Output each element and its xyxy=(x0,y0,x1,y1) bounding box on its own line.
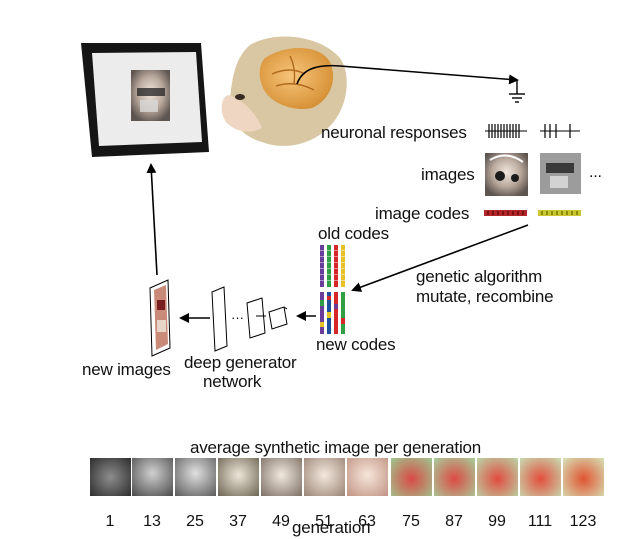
network-label: network xyxy=(203,372,262,391)
image-code-1 xyxy=(484,210,527,216)
generation-thumbnail xyxy=(391,458,432,496)
new-image-stack xyxy=(149,279,171,357)
generation-tick: 123 xyxy=(569,513,597,530)
stimulus-image-1 xyxy=(485,153,528,196)
spike-train-1 xyxy=(485,124,527,138)
ellipsis-label: ... xyxy=(589,164,602,181)
monkey-brain-icon xyxy=(221,36,347,146)
generation-tick: 13 xyxy=(143,513,161,530)
stimulus-image-2 xyxy=(540,153,581,194)
old-codes-label: old codes xyxy=(318,224,389,243)
generation-thumbnail xyxy=(434,458,475,496)
new-codes-bars xyxy=(320,292,345,334)
generation-thumbnail xyxy=(520,458,561,496)
generation-tick: 75 xyxy=(402,513,420,530)
neuronal-responses-label: neuronal responses xyxy=(321,123,467,142)
generation-thumbnail xyxy=(90,458,131,496)
generation-thumbnail xyxy=(261,458,302,496)
old-codes-bars xyxy=(320,245,345,287)
spike-train-2 xyxy=(540,124,580,138)
svg-text:···: ··· xyxy=(231,310,244,325)
generation-tick: 63 xyxy=(358,513,376,530)
generation-tick: 25 xyxy=(186,513,204,530)
generation-tick: 1 xyxy=(105,513,115,530)
generation-thumbnail xyxy=(218,458,259,496)
generation-tick: 99 xyxy=(488,513,506,530)
generation-tick: 111 xyxy=(527,513,553,530)
generation-tick: 37 xyxy=(229,513,247,530)
generation-thumbnail xyxy=(477,458,518,496)
deep-generator-label: deep generator xyxy=(184,353,297,372)
image-codes-label: image codes xyxy=(375,204,470,223)
generation-tick: 51 xyxy=(315,513,333,530)
new-images-label: new images xyxy=(82,360,171,379)
monitor-icon xyxy=(81,43,209,157)
electrode-ground-icon xyxy=(509,80,525,103)
generation-thumbnail xyxy=(175,458,216,496)
image-code-2 xyxy=(538,210,581,216)
new-codes-label: new codes xyxy=(316,335,396,354)
generation-thumbnail xyxy=(347,458,388,496)
genetic-algorithm-label: genetic algorithm xyxy=(416,267,543,286)
generations-title: average synthetic image per generation xyxy=(190,438,482,457)
generation-tick: 87 xyxy=(445,513,463,530)
generation-axis-label: generation xyxy=(292,518,371,537)
generation-thumbnail xyxy=(304,458,345,496)
generation-thumbnail xyxy=(563,458,604,496)
mutate-recombine-label: mutate, recombine xyxy=(416,287,554,306)
images-label: images xyxy=(421,165,475,184)
generator-network-icon xyxy=(211,286,288,352)
generation-thumbnail xyxy=(132,458,173,496)
generation-tick: 49 xyxy=(272,513,290,530)
